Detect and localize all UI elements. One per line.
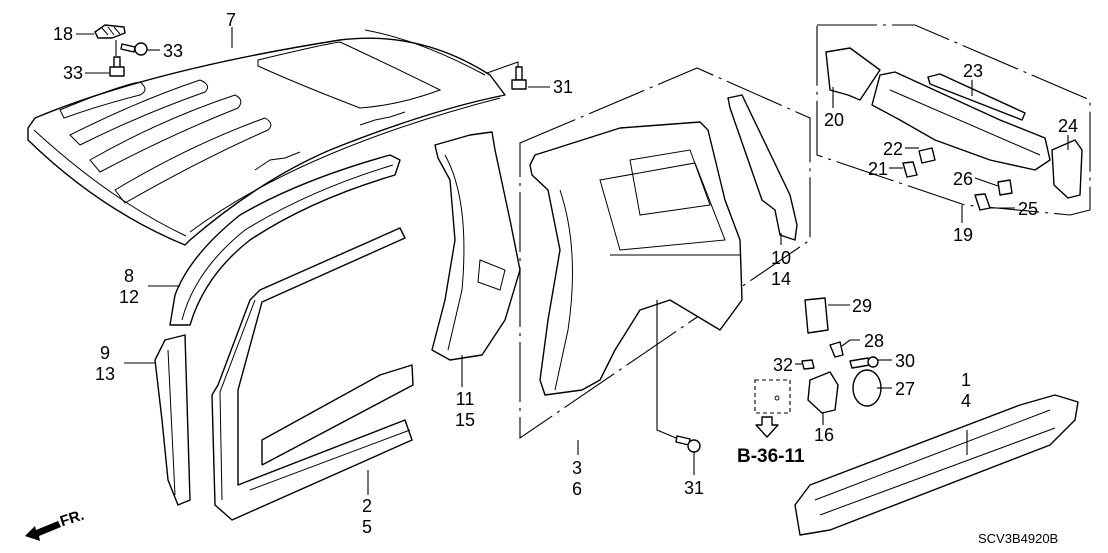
- callout-29: 29: [852, 296, 873, 316]
- fuel-lid-hinge-16: [807, 371, 839, 414]
- clip-26: [997, 179, 1013, 196]
- callout-33-upper: 33: [163, 41, 184, 61]
- callout-10-14: 10 14: [771, 248, 792, 289]
- callout-31-lower: 31: [684, 478, 705, 498]
- side-sill-panel: [794, 394, 1079, 536]
- bolt-33-upper: [120, 42, 148, 56]
- cross-reference-label[interactable]: B-36-11: [737, 446, 805, 467]
- rear-pillar-stiffener: [727, 94, 798, 241]
- roof-panel: [27, 29, 506, 246]
- callout-27: 27: [895, 379, 916, 399]
- rear-panel-assembly-frame: [816, 24, 1091, 216]
- callout-24: 24: [1058, 116, 1079, 136]
- callout-9-13: 9 13: [95, 343, 116, 384]
- spring-28: [829, 341, 844, 358]
- bolt-31-lower: [675, 435, 701, 453]
- callout-16: 16: [814, 425, 835, 445]
- callout-26: 26: [953, 169, 974, 189]
- screw-32: [801, 359, 815, 370]
- callout-28: 28: [864, 331, 885, 351]
- callout-19: 19: [953, 225, 974, 245]
- callout-7: 7: [226, 10, 237, 30]
- bolt-31-upper: [511, 66, 527, 90]
- callout-23: 23: [963, 61, 984, 81]
- front-direction-arrow-icon: [25, 521, 61, 541]
- bolt-33-lower: [109, 56, 125, 77]
- callout-31-upper: 31: [553, 77, 574, 97]
- callout-18: 18: [53, 24, 74, 44]
- callout-25: 25: [1018, 199, 1039, 219]
- rear-panel-upper-reinforcement-23: [927, 73, 1026, 121]
- callout-32: 32: [773, 355, 794, 375]
- callout-33-lower: 33: [63, 63, 84, 83]
- front-pillar-stiffener: [154, 334, 191, 506]
- callout-22: 22: [883, 139, 904, 159]
- callout-21: 21: [868, 159, 889, 179]
- rear-side-outer-panel: [529, 121, 743, 396]
- clip-25: [974, 193, 991, 211]
- callout-11-15: 11 15: [455, 389, 476, 430]
- bolt-30: [849, 356, 879, 369]
- clip-22: [918, 147, 936, 164]
- center-pillar: [431, 131, 521, 361]
- roof-side-rail: [169, 154, 401, 326]
- fuel-lid-27: [852, 369, 882, 407]
- rear-panel-beam: [871, 71, 1051, 171]
- callout-1-4: 1 4: [961, 370, 972, 411]
- callout-3-6: 3 6: [572, 458, 583, 499]
- callout-20: 20: [824, 110, 845, 130]
- rear-panel-side-bracket-24: [1051, 139, 1083, 199]
- callout-30: 30: [895, 351, 916, 371]
- callout-2-5: 2 5: [362, 496, 373, 537]
- drawing-code: SCV3B4920B: [978, 531, 1059, 546]
- rear-side-panel-frame: [519, 67, 811, 440]
- leader-lines: [76, 27, 1069, 495]
- clip-21: [902, 161, 918, 178]
- roof-clip-18: [94, 24, 126, 39]
- reference-box: [754, 379, 791, 438]
- callout-8-12: 8 12: [119, 266, 140, 307]
- front-door-frame: [211, 227, 414, 521]
- rear-panel-bracket-20: [825, 47, 881, 101]
- fuel-lid-base-29: [804, 297, 829, 334]
